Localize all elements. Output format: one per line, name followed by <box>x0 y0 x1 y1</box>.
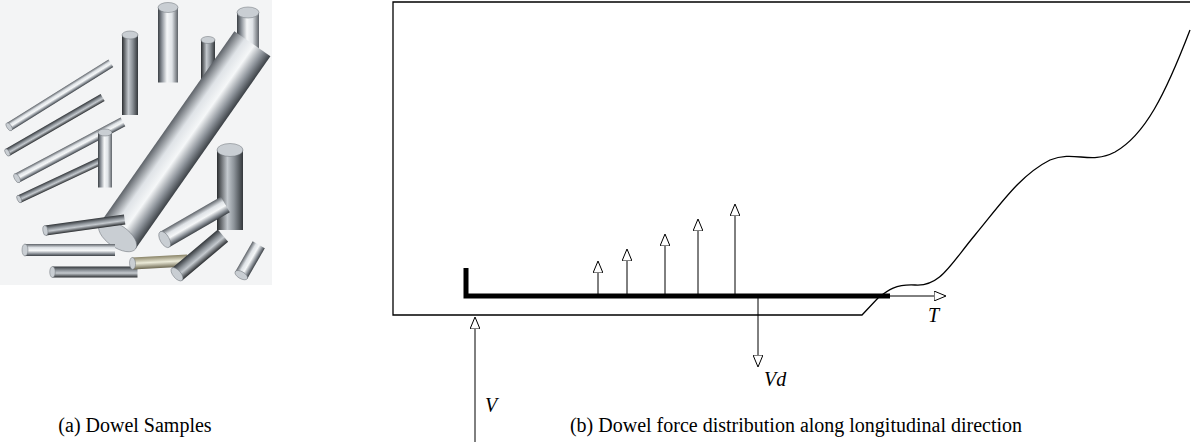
dowel-rod <box>98 129 112 188</box>
rod-end <box>122 31 138 39</box>
dowel-photo <box>4 3 271 283</box>
force-arrow <box>627 250 628 296</box>
rod-end <box>16 195 23 204</box>
subfigure-caption: (b) Dowel force distribution along longi… <box>570 414 1022 436</box>
rod-end <box>156 229 173 249</box>
photo-ground <box>0 0 272 285</box>
dowel-rod <box>22 244 115 256</box>
shear-arrow <box>475 318 476 442</box>
rod-end <box>129 257 136 269</box>
rod-body <box>217 150 243 230</box>
rod-body <box>98 133 112 188</box>
rod-body <box>122 35 138 115</box>
rod-end <box>217 144 243 157</box>
rod-end <box>12 173 21 184</box>
force-symbol: V <box>485 394 497 416</box>
force-symbol: Vd <box>764 368 786 390</box>
dowel-rod <box>169 230 228 283</box>
rod-body <box>5 94 104 156</box>
force-arrow <box>598 262 599 296</box>
tension-arrow <box>890 296 945 297</box>
dowel-rod <box>4 94 105 157</box>
rod-end <box>22 244 28 256</box>
force-arrow <box>698 220 699 296</box>
rod-body <box>45 214 126 235</box>
rod-end <box>169 266 185 283</box>
rod-end <box>233 269 249 282</box>
beam-outline <box>393 2 1190 315</box>
rod-end <box>5 122 14 132</box>
rod-end <box>237 7 259 18</box>
rod-end <box>42 225 48 236</box>
rod-body <box>25 244 115 256</box>
dowel-rod <box>50 267 138 278</box>
rod-end <box>50 267 56 278</box>
rod-end <box>158 3 178 13</box>
rod-body <box>18 157 103 202</box>
dowel-rod <box>42 214 125 235</box>
dowel-rod <box>158 3 178 83</box>
dowel-rod <box>233 241 264 281</box>
subfigure-caption: (a) Dowel Samples <box>58 414 211 436</box>
dowel-bar <box>466 268 890 296</box>
dowel-force-arrow <box>758 296 759 366</box>
rod-end <box>98 129 112 136</box>
rod-body <box>53 267 138 278</box>
rod-body <box>100 31 271 249</box>
force-arrow <box>665 235 666 296</box>
dowel-rod <box>122 31 138 115</box>
force-symbol: T <box>928 304 939 326</box>
rod-body <box>158 8 178 83</box>
rod-end <box>4 148 11 157</box>
force-arrow <box>735 205 736 296</box>
dowel-rod <box>16 157 103 203</box>
rod-end <box>201 37 215 44</box>
